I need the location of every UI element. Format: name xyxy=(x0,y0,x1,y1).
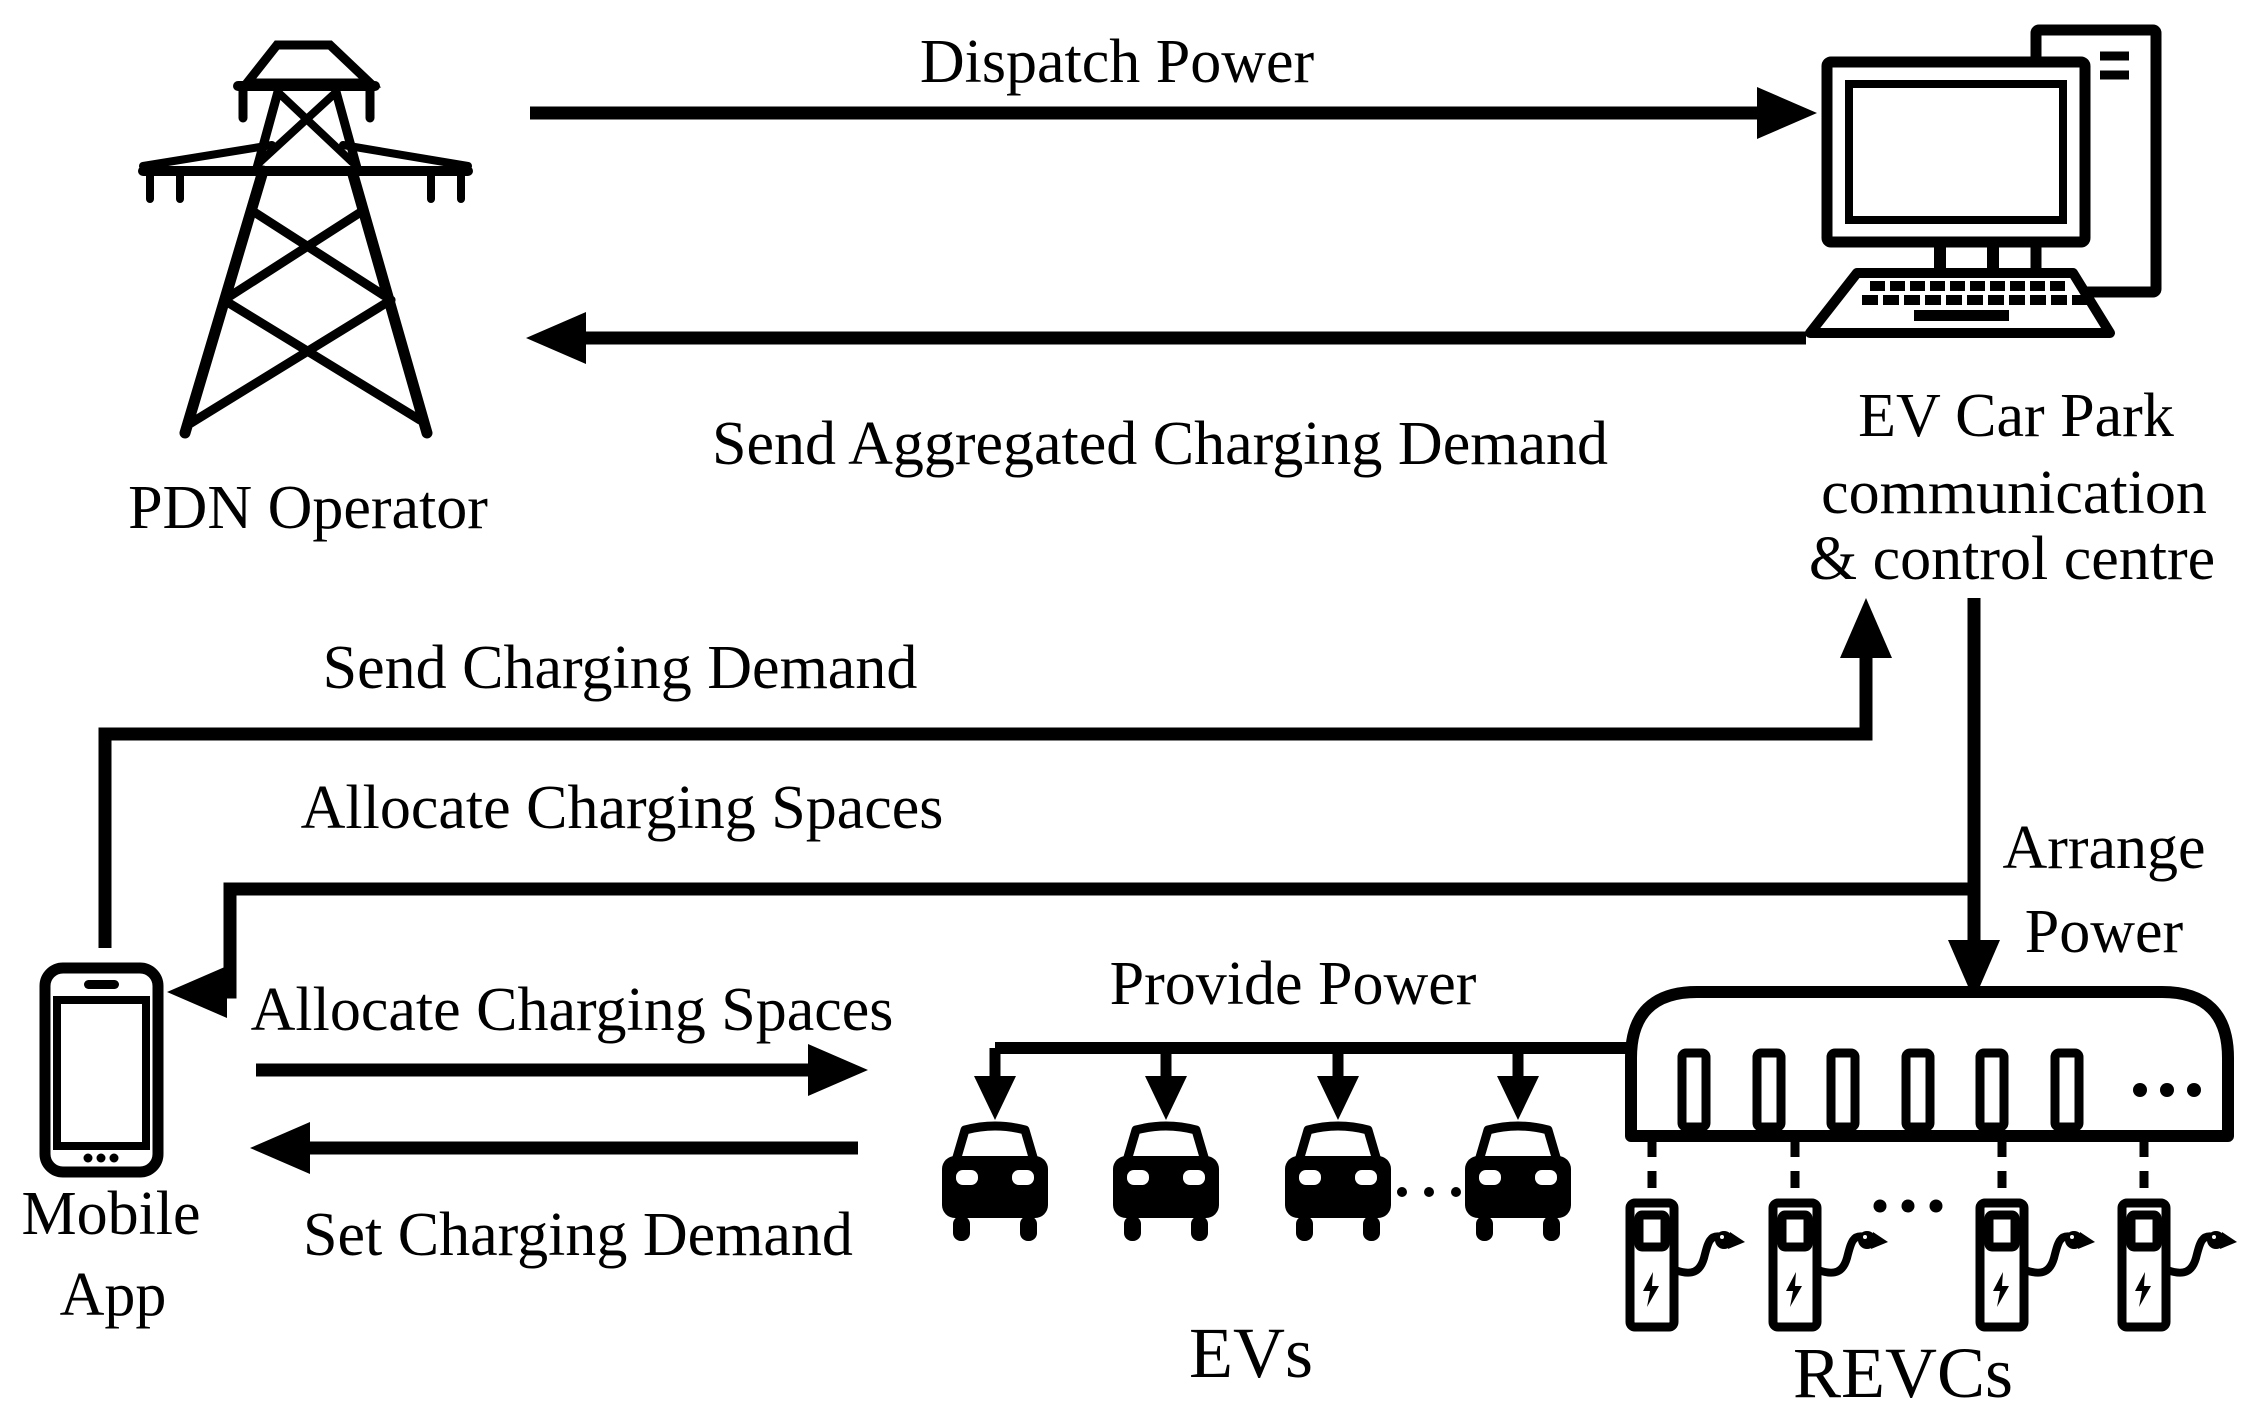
send-aggregated-charging-demand-arrow xyxy=(526,312,1806,364)
charging-island-icon xyxy=(1625,986,2234,1142)
ev-charger-icon xyxy=(1980,1203,2095,1327)
provide-power-label: Provide Power xyxy=(1110,950,1477,1018)
control-centre-label-line2: communication xyxy=(1821,459,2207,527)
car-icon xyxy=(1465,1126,1571,1241)
pdn-operator-label: PDN Operator xyxy=(128,474,488,542)
provide-power-bus-arrow xyxy=(974,1042,1640,1120)
transmission-tower-icon xyxy=(138,40,473,439)
car-icon xyxy=(1285,1126,1391,1241)
ev-charger-icon xyxy=(1773,1203,1888,1327)
control-centre-label-line1: EV Car Park xyxy=(1858,382,2174,450)
ellipsis-dots-revcs xyxy=(1873,1199,1943,1213)
keyboard-keys xyxy=(1862,281,2088,321)
send-aggregated-charging-demand-label: Send Aggregated Charging Demand xyxy=(712,410,1608,478)
allocate-charging-spaces-lower-label: Allocate Charging Spaces xyxy=(251,976,894,1044)
evs-label: EVs xyxy=(1189,1313,1313,1393)
smartphone-icon xyxy=(39,962,164,1178)
ev-charger-icon xyxy=(1630,1203,1745,1327)
ev-charger-icon xyxy=(2122,1203,2237,1327)
revcs-label: REVCs xyxy=(1793,1333,2013,1410)
set-charging-demand-arrow xyxy=(250,1122,858,1174)
send-charging-demand-label: Send Charging Demand xyxy=(323,634,918,702)
dispatch-power-label: Dispatch Power xyxy=(920,28,1315,96)
arrange-power-label-line2: Power xyxy=(2025,898,2184,966)
arrange-power-arrow xyxy=(1948,598,2000,1000)
control-centre-label-line3: & control centre xyxy=(1809,525,2215,593)
ellipsis-dots-evs xyxy=(1397,1187,1461,1197)
arrange-power-label-line1: Arrange xyxy=(2002,814,2205,882)
ellipsis-dots-island xyxy=(2133,1083,2201,1097)
car-icon xyxy=(942,1126,1048,1241)
set-charging-demand-label: Set Charging Demand xyxy=(303,1201,853,1269)
mobile-app-label-line1: Mobile xyxy=(21,1180,200,1248)
car-icon xyxy=(1113,1126,1219,1241)
allocate-charging-spaces-upper-label: Allocate Charging Spaces xyxy=(301,774,944,842)
revc-cable-lines xyxy=(1647,1140,2149,1200)
dispatch-power-arrow xyxy=(530,87,1817,139)
allocate-charging-spaces-to-app-arrow xyxy=(167,882,1980,1018)
allocate-charging-spaces-to-evs-arrow xyxy=(256,1044,868,1096)
mobile-app-label-line2: App xyxy=(60,1261,167,1329)
desktop-computer-icon xyxy=(1805,24,2162,338)
island-slots xyxy=(1677,1048,2084,1132)
send-charging-demand-arrow xyxy=(98,598,1892,948)
